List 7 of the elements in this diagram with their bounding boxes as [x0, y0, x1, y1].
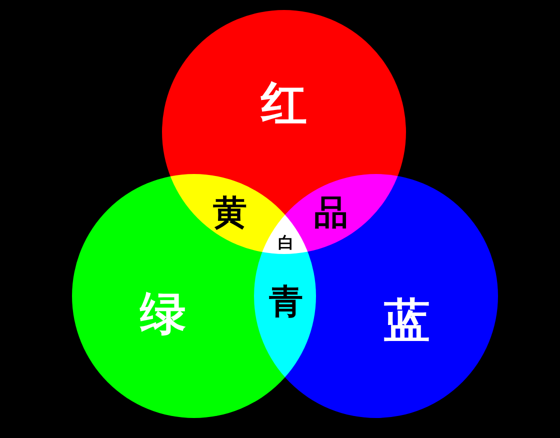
overlap-color-name: 黄 — [213, 196, 247, 230]
overlap-color-name: 青 — [269, 285, 303, 319]
color-name: 绿 — [140, 290, 186, 336]
color-name: 红 — [261, 80, 307, 126]
overlap-color-name: 品 — [314, 196, 348, 230]
color-name: 蓝 — [384, 297, 430, 343]
overlap-color-name: 白 — [278, 235, 294, 251]
